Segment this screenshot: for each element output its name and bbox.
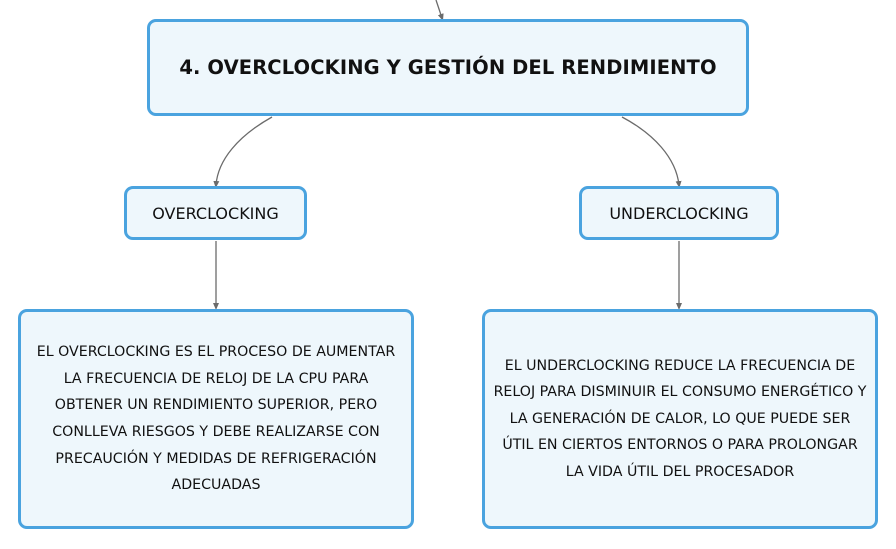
overclocking-description: EL OVERCLOCKING ES EL PROCESO DE AUMENTA… (36, 344, 396, 494)
connector-parent-to-root (435, 0, 444, 21)
root-topic-node[interactable]: 4. OVERCLOCKING Y GESTIÓN DEL RENDIMIENT… (147, 19, 749, 116)
underclocking-node[interactable]: UNDERCLOCKING (579, 186, 779, 240)
underclocking-label: UNDERCLOCKING (609, 203, 749, 223)
connector-root-to-overclocking (213, 116, 273, 188)
underclocking-description-node[interactable]: EL UNDERCLOCKING REDUCE LA FRECUENCIA DE… (482, 309, 878, 529)
connector-root-to-underclocking (621, 116, 682, 188)
underclocking-description: EL UNDERCLOCKING REDUCE LA FRECUENCIA DE… (493, 357, 867, 480)
overclocking-node[interactable]: OVERCLOCKING (124, 186, 307, 240)
root-topic-title: 4. OVERCLOCKING Y GESTIÓN DEL RENDIMIENT… (179, 56, 717, 79)
overclocking-label: OVERCLOCKING (152, 203, 279, 223)
overclocking-description-node[interactable]: EL OVERCLOCKING ES EL PROCESO DE AUMENTA… (18, 309, 414, 529)
